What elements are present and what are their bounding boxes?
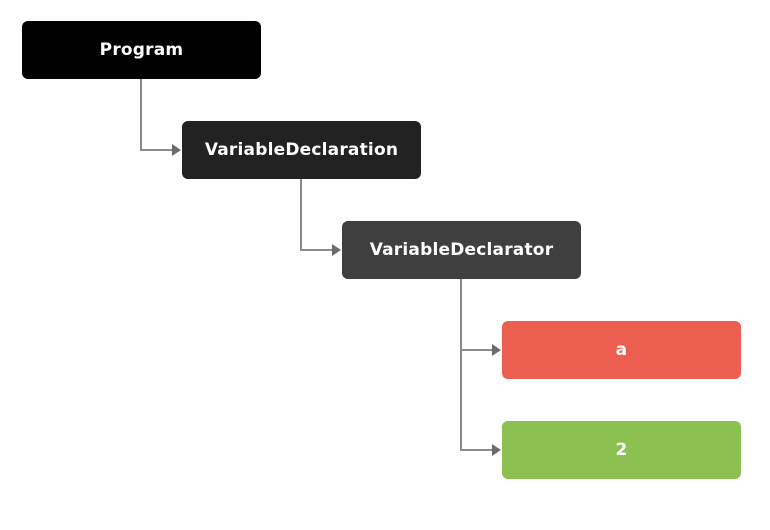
- edge-declarator-id: [460, 279, 492, 351]
- node-program: Program: [22, 21, 261, 79]
- arrowhead-declarator-id: [492, 344, 501, 356]
- node-variable-declaration: VariableDeclaration: [182, 121, 421, 179]
- arrowhead-program-decl: [172, 144, 181, 156]
- edge-declarator-init: [460, 350, 492, 451]
- node-variable-declarator: VariableDeclarator: [342, 221, 581, 279]
- arrowhead-declarator-init: [492, 444, 501, 456]
- edge-decl-declarator: [300, 179, 332, 251]
- arrowhead-decl-declarator: [332, 244, 341, 256]
- edge-program-decl: [140, 79, 172, 151]
- node-identifier-a: a: [502, 321, 741, 379]
- node-literal-2: 2: [502, 421, 741, 479]
